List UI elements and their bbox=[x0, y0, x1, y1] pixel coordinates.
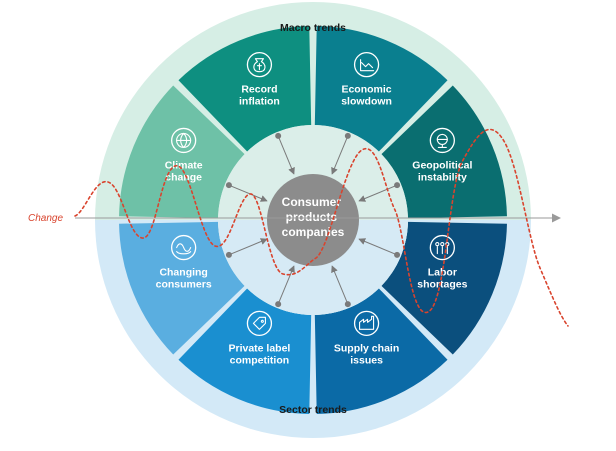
segment-label-line: Changing bbox=[159, 267, 207, 279]
segment-label-line: inflation bbox=[239, 96, 280, 108]
sector-trends-label: Sector trends bbox=[279, 404, 347, 416]
arrow-dot-geopolitical-instability bbox=[394, 182, 401, 189]
segment-private-label-competition bbox=[178, 288, 312, 414]
arrow-record-inflation bbox=[277, 135, 295, 175]
center-label: Consumer products companies bbox=[282, 195, 345, 239]
change-wave-curve bbox=[74, 128, 569, 327]
arrow-economic-slowdown bbox=[331, 135, 349, 175]
arrow-dot-labor-shortages bbox=[394, 251, 401, 258]
center-line-1: Consumer bbox=[282, 195, 342, 209]
segment-label-line: competition bbox=[230, 354, 290, 366]
segment-changing-consumers bbox=[119, 221, 245, 355]
segment-label-line: instability bbox=[418, 171, 467, 183]
center-line-3: companies bbox=[282, 225, 345, 239]
arrow-dot-record-inflation bbox=[275, 132, 282, 139]
arrow-dot-supply-chain-issues bbox=[344, 301, 351, 308]
arrow-dot-changing-consumers bbox=[225, 251, 232, 258]
segment-label-line: shortages bbox=[417, 279, 467, 291]
center-circle bbox=[267, 174, 359, 266]
arrow-supply-chain-issues bbox=[331, 265, 349, 305]
money-bag-icon bbox=[246, 52, 273, 78]
arrow-changing-consumers bbox=[228, 238, 268, 256]
segment-label-line: Private label bbox=[228, 342, 290, 354]
arrow-dot-climate-change bbox=[225, 182, 232, 189]
segment-label-line: Record bbox=[241, 84, 277, 96]
wave-cycle-icon bbox=[171, 234, 197, 261]
segment-record-inflation bbox=[178, 26, 312, 152]
influence-arrows bbox=[225, 132, 401, 308]
arrow-geopolitical-instability bbox=[358, 184, 398, 202]
segment-label-line: Supply chain bbox=[334, 342, 399, 354]
downtrend-chart-icon bbox=[353, 52, 380, 78]
arrow-labor-shortages bbox=[358, 238, 398, 256]
segment-supply-chain-issues bbox=[314, 288, 448, 414]
segment-label-line: slowdown bbox=[341, 96, 392, 108]
arrow-dot-private-label-competition bbox=[275, 301, 282, 308]
segment-label-line: change bbox=[165, 171, 202, 183]
segment-label-line: Climate bbox=[165, 159, 203, 171]
change-axis-label: Change bbox=[28, 213, 63, 224]
segment-economic-slowdown bbox=[314, 26, 448, 152]
arrow-private-label-competition bbox=[277, 265, 295, 305]
segment-label-line: Geopolitical bbox=[412, 159, 472, 171]
arrow-dot-economic-slowdown bbox=[344, 132, 351, 139]
arrow-climate-change bbox=[228, 184, 268, 202]
people-group-icon bbox=[429, 234, 455, 261]
segment-labor-shortages bbox=[381, 221, 507, 355]
center-line-2: products bbox=[286, 210, 338, 224]
segment-label-line: Economic bbox=[341, 84, 391, 96]
factory-icon bbox=[353, 310, 380, 336]
price-tag-icon bbox=[246, 310, 273, 336]
macro-trends-label: Macro trends bbox=[280, 22, 346, 34]
globe-icon bbox=[171, 127, 197, 154]
segment-label-line: issues bbox=[350, 354, 383, 366]
segment-label-line: consumers bbox=[156, 279, 212, 291]
globe-stand-icon bbox=[429, 127, 455, 154]
